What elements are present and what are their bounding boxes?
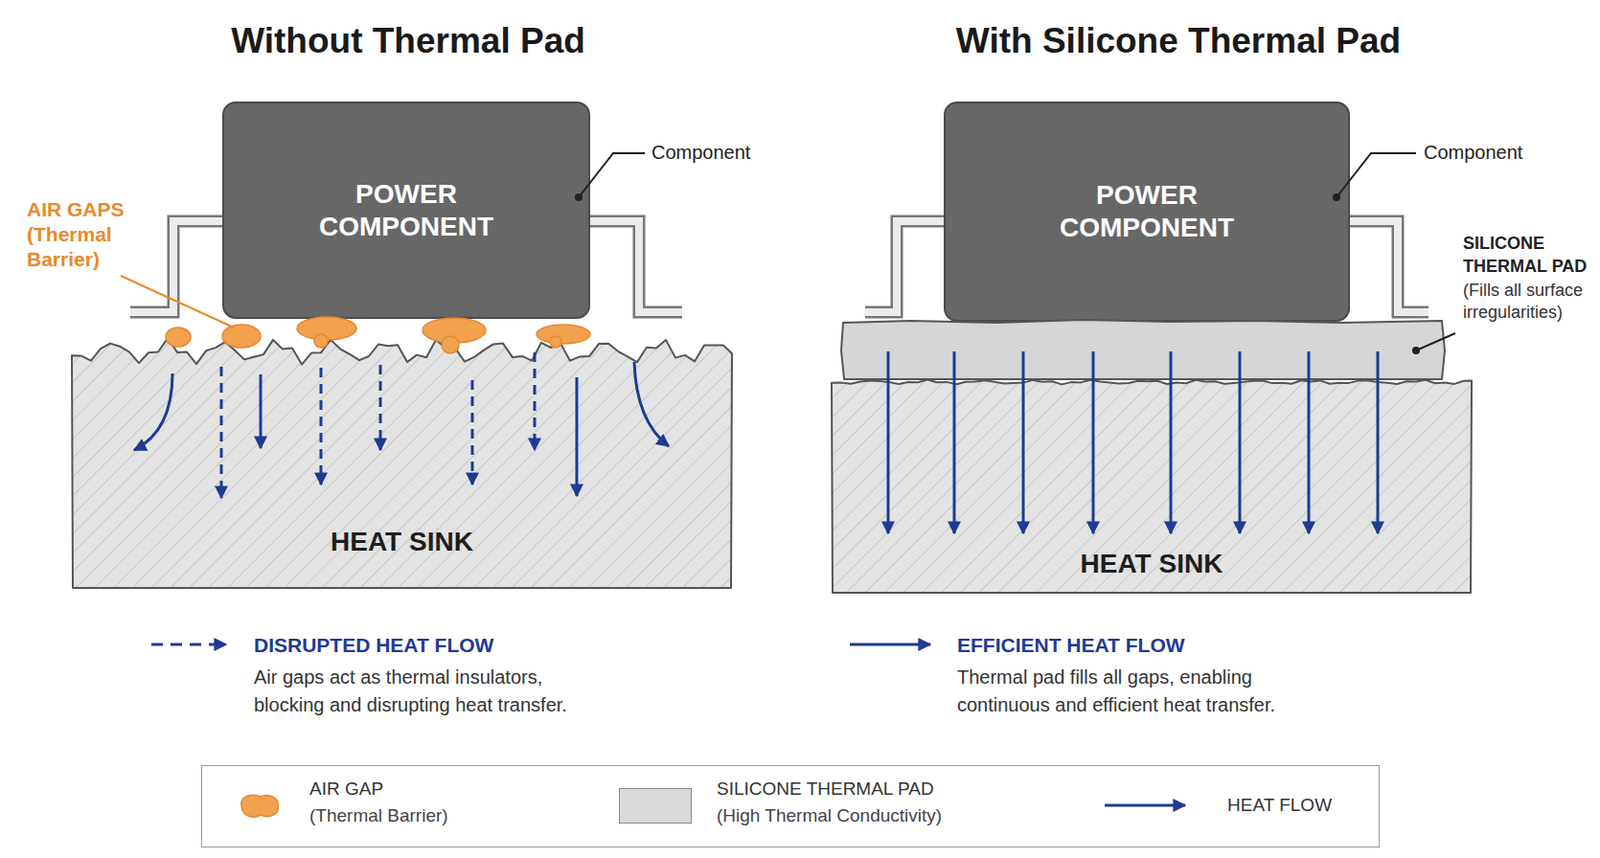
text-holder: DISRUPTED HEAT FLOW bbox=[253, 633, 657, 659]
heat-flow-arrow bbox=[1307, 351, 1311, 534]
component-callout: Component bbox=[1423, 140, 1558, 164]
heat-sink-outline bbox=[71, 338, 732, 589]
text-holder: SILICONE THERMAL PAD bbox=[1462, 231, 1594, 278]
flow-description: Thermal pad fills all gaps, enabling con… bbox=[957, 663, 1322, 720]
heat-sink-label: HEAT SINK bbox=[330, 526, 474, 558]
air-gap bbox=[549, 336, 562, 348]
text-holder: With Silicone Thermal Pad bbox=[795, 19, 1562, 64]
heat-flow-arrow bbox=[1022, 351, 1026, 534]
text-holder: AIR GAPS bbox=[26, 197, 140, 223]
text-holder: Component bbox=[1423, 140, 1558, 164]
power-component-box: POWER COMPONENT bbox=[222, 101, 591, 320]
component-callout: Component bbox=[651, 140, 786, 164]
panel-heading: Without Thermal Pad bbox=[24, 19, 792, 64]
heat-flow-arrow bbox=[953, 351, 957, 534]
heat-flow-arrow bbox=[887, 351, 891, 534]
disrupted-heat-arrow bbox=[471, 380, 475, 485]
text-holder: (Thermal Barrier) bbox=[26, 222, 140, 273]
heat-flow-arrow bbox=[1169, 351, 1173, 534]
air-gap bbox=[165, 327, 191, 347]
leader-lines bbox=[120, 153, 1456, 351]
legend-swatch bbox=[618, 788, 692, 824]
disrupted-heat-arrow bbox=[220, 366, 224, 499]
text-holder: Component bbox=[651, 140, 786, 164]
disrupted-heat-arrow bbox=[320, 367, 323, 485]
heat-sink-block: HEAT SINK bbox=[831, 379, 1472, 595]
text-holder: SILICONE THERMAL PAD bbox=[716, 777, 1024, 801]
air-gap bbox=[297, 317, 357, 341]
left-heat-flow bbox=[134, 352, 669, 499]
leader-line bbox=[1336, 153, 1417, 198]
text-holder: EFFICIENT HEAT FLOW bbox=[957, 633, 1360, 659]
heat-flow-arrow bbox=[575, 377, 579, 497]
disrupted-heat-arrow bbox=[533, 352, 537, 451]
air-gap bbox=[422, 318, 486, 343]
air-gap-callout-note: (Thermal Barrier) bbox=[26, 222, 140, 273]
component-label: POWER COMPONENT bbox=[1046, 179, 1248, 245]
text-holder: (Fills all surface irregularities) bbox=[1462, 279, 1594, 324]
pad-callout: SILICONE THERMAL PAD bbox=[1462, 231, 1594, 278]
silicone-thermal-pad bbox=[841, 320, 1445, 380]
disrupted-heat-arrow bbox=[379, 365, 383, 451]
text-holder: HEAT FLOW bbox=[1227, 794, 1372, 818]
right-heat-flow bbox=[888, 351, 1378, 534]
lead-outline bbox=[1346, 221, 1429, 313]
leader-dot bbox=[574, 193, 583, 202]
leader-line bbox=[1416, 333, 1456, 351]
heat-flow-arrow bbox=[634, 362, 669, 447]
legend-solid-arrow bbox=[849, 643, 931, 647]
flow-heading: DISRUPTED HEAT FLOW bbox=[253, 633, 657, 659]
legend-swatch bbox=[241, 795, 278, 818]
leader-dot bbox=[1412, 346, 1420, 355]
text-holder: Thermal pad fills all gaps, enabling con… bbox=[957, 663, 1322, 720]
air-gap bbox=[314, 334, 328, 348]
heat-flow-arrow bbox=[1238, 351, 1242, 534]
legend-note: (Thermal Barrier) bbox=[309, 804, 559, 828]
leader-dot bbox=[1332, 193, 1341, 202]
air-gap-callout: AIR GAPS bbox=[26, 197, 140, 223]
lead-outline bbox=[130, 221, 227, 313]
panel-heading: With Silicone Thermal Pad bbox=[795, 19, 1562, 64]
lead-fill bbox=[865, 221, 948, 313]
legend-heat-flow-arrow bbox=[1104, 804, 1186, 808]
air-gaps bbox=[165, 317, 591, 354]
air-gap bbox=[536, 324, 591, 344]
heat-sink-label: HEAT SINK bbox=[1080, 548, 1224, 580]
text-holder: Air gaps act as thermal insulators, bloc… bbox=[253, 663, 618, 720]
legend-dashed-arrow bbox=[151, 643, 227, 647]
air-gap-leader bbox=[120, 275, 234, 328]
power-component-box: POWER COMPONENT bbox=[943, 101, 1350, 322]
legend-note: (High Thermal Conductivity) bbox=[716, 804, 1043, 828]
flow-description: Air gaps act as thermal insulators, bloc… bbox=[253, 663, 618, 720]
heat-sink-block: HEAT SINK bbox=[71, 325, 732, 590]
heat-flow-arrow bbox=[134, 373, 173, 451]
legend-swatch-holder bbox=[235, 790, 284, 822]
component-label: POWER COMPONENT bbox=[305, 178, 507, 244]
legend-label: HEAT FLOW bbox=[1227, 794, 1372, 818]
air-gap bbox=[222, 324, 261, 348]
text-holder: (Thermal Barrier) bbox=[309, 804, 559, 828]
heat-flow-arrow bbox=[1376, 351, 1380, 534]
lead-outline bbox=[586, 221, 683, 313]
legend-label: AIR GAP bbox=[309, 777, 521, 801]
lead-outline bbox=[865, 221, 948, 313]
heat-flow-arrow bbox=[259, 374, 263, 449]
lead-fill bbox=[586, 221, 683, 313]
lead-fill bbox=[1346, 221, 1429, 313]
text-holder: (High Thermal Conductivity) bbox=[716, 804, 1043, 828]
air-gap bbox=[441, 336, 459, 354]
text-holder: Without Thermal Pad bbox=[24, 19, 792, 64]
lead-fill bbox=[130, 221, 227, 313]
text-holder: AIR GAP bbox=[309, 777, 521, 801]
flow-heading: EFFICIENT HEAT FLOW bbox=[957, 633, 1360, 659]
leader-line bbox=[578, 153, 645, 198]
legend-label: SILICONE THERMAL PAD bbox=[716, 777, 1024, 801]
heat-sink-outline bbox=[831, 380, 1472, 595]
pad-callout-note: (Fills all surface irregularities) bbox=[1462, 279, 1594, 324]
heat-flow-arrow bbox=[1092, 351, 1096, 534]
